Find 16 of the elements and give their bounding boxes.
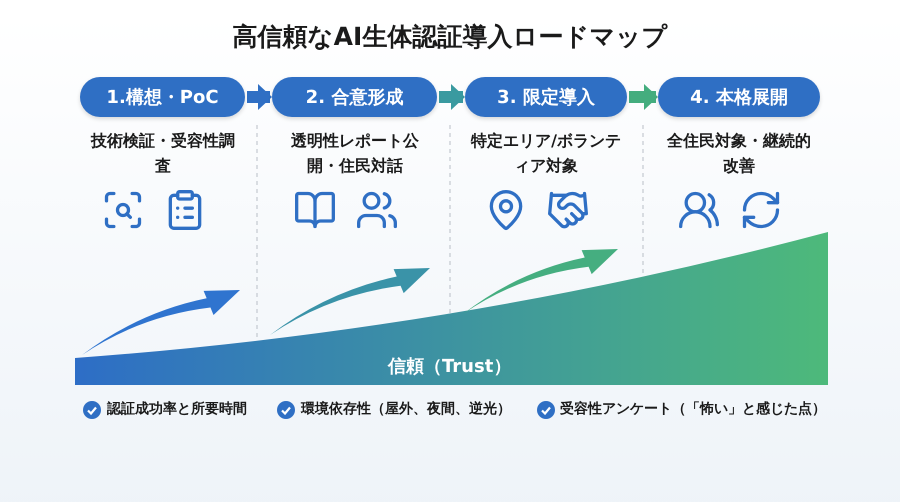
- checklist-item: 環境依存性（屋外、夜間、逆光）: [301, 400, 511, 418]
- phase-pill: 1.構想・PoC: [80, 77, 245, 117]
- phase-pill: 4. 本格展開: [658, 77, 820, 117]
- phase-description: 全住民対象・継続的改善: [666, 130, 812, 177]
- phase-pill: 2. 合意形成: [272, 77, 437, 117]
- area-label: 信頼（Trust）: [388, 355, 512, 378]
- phase-description: 透明性レポート公開・住民対話: [290, 130, 420, 177]
- arrow: [247, 84, 272, 110]
- phase-description: 技術検証・受容性調査: [90, 130, 236, 177]
- arrow: [629, 84, 658, 110]
- checklist-item: 認証成功率と所要時間: [107, 400, 247, 418]
- arrow: [439, 84, 465, 110]
- phase-pill: 3. 限定導入: [465, 77, 627, 117]
- title: 高信頼なAI生体認証導入ロードマップ: [232, 21, 668, 53]
- phase-description: 特定エリア/ボランティア対象: [471, 130, 621, 177]
- checklist-item: 受容性アンケート（「怖い」と感じた点）: [560, 400, 826, 418]
